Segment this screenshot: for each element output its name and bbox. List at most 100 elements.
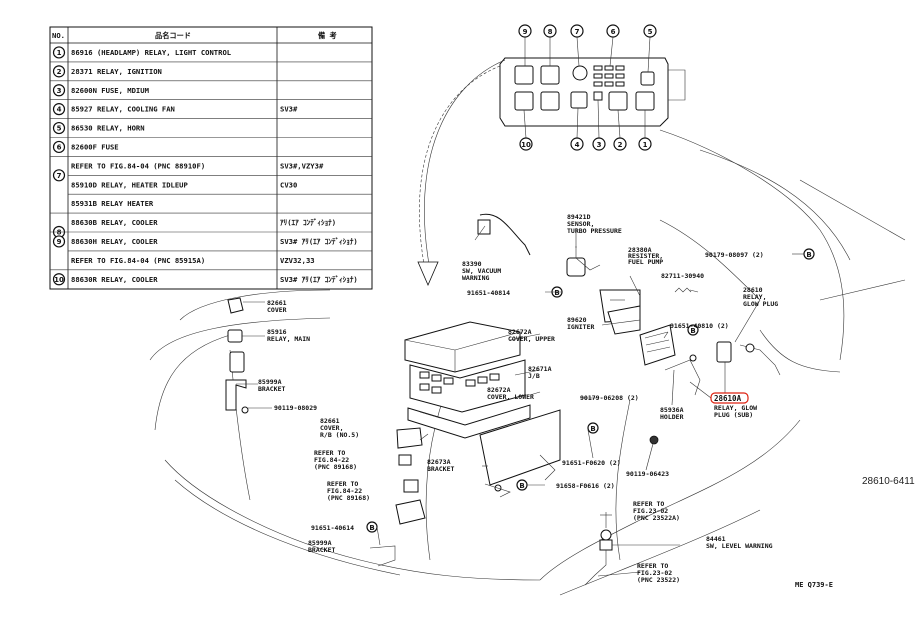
label-90179-06208: 90179-06208 (2) xyxy=(580,394,639,402)
label-90119-06423: 90119-06423 xyxy=(626,470,669,478)
table-row-code: 28371 RELAY, IGNITION xyxy=(71,67,162,76)
table-row-code: 88630R RELAY, COOLER xyxy=(71,275,158,284)
table-row-note: SV3#,VZY3# xyxy=(280,161,324,170)
label-28610a: 28610A xyxy=(714,394,742,403)
label-igniter: 89620 IGNITER xyxy=(567,316,594,331)
table-row-number: 9 xyxy=(57,238,62,246)
table-row-code: REFER TO FIG.84-04 (PNC 88910F) xyxy=(71,161,205,170)
block-number-circle xyxy=(570,24,584,38)
table-row-number: 2 xyxy=(57,68,62,76)
table-row-number-circle xyxy=(52,273,66,286)
table-row-code: 88630H RELAY, COOLER xyxy=(71,237,158,246)
label-resister: 28380A RESISTER, FUEL PUMP xyxy=(628,246,667,266)
block-number-top: 8 xyxy=(548,28,553,36)
table-row-number-circle xyxy=(52,235,66,248)
relay-block-layout: 9 8 7 6 5 10 4 3 2 1 xyxy=(499,24,686,151)
label-90119-08029: 90119-08029 xyxy=(274,404,317,412)
table-row-code: 88630B RELAY, COOLER xyxy=(71,218,158,227)
block-number-top: 7 xyxy=(575,28,580,36)
table-row-number: 5 xyxy=(57,125,62,133)
table-row-number-circle xyxy=(52,121,66,135)
table-row-note: VZV32,33 xyxy=(280,256,315,265)
label-refer-2: REFER TO FIG.84-22 (PNC 89168) xyxy=(327,480,370,502)
label-glow-plug-relay: 28610 RELAY, GLOW PLUG xyxy=(743,286,778,308)
table-header-no: NO. xyxy=(52,31,65,40)
label-cover-upper: 82672A COVER, UPPER xyxy=(508,328,555,343)
label-jb: 82671A J/B xyxy=(528,365,555,380)
block-number-circle xyxy=(643,24,657,38)
label-91651-f0620: 91651-F0620 (2) xyxy=(562,459,621,467)
table-row-number: 4 xyxy=(57,106,62,114)
table-row-code: 82600F FUSE xyxy=(71,142,119,151)
table-header-code: 品名コード xyxy=(155,31,191,40)
table-row-number: 1 xyxy=(57,49,62,57)
label-82711-30940: 82711-30940 xyxy=(661,272,704,280)
table-row-number: 8 xyxy=(57,229,62,237)
svg-text:B: B xyxy=(519,482,524,490)
label-91651-40814: 91651-40814 xyxy=(467,289,510,297)
block-number-circle xyxy=(606,24,620,38)
label-91658-f0616: 91658-F0616 (2) xyxy=(556,482,615,490)
label-refer-3: REFER TO FIG.23-02 (PNC 23522A) xyxy=(633,500,680,522)
block-number-circle xyxy=(519,137,533,151)
label-cover-82661: 82661 COVER xyxy=(267,299,291,314)
table-row-code: 85931B RELAY HEATER xyxy=(71,199,154,208)
block-number-bottom: 1 xyxy=(643,141,648,149)
block-number-circle xyxy=(543,24,557,38)
block-number-bottom: 2 xyxy=(618,141,623,149)
vehicle-outline xyxy=(149,129,906,596)
block-number-circle xyxy=(518,24,532,38)
block-number-top: 5 xyxy=(648,28,653,36)
table-row-number: 7 xyxy=(57,172,62,180)
table-row-note: ｱﾘ(ｴｱ ｺﾝﾃﾞｨｼｮﾅ) xyxy=(280,218,336,227)
label-vacuum-switch: 83390 SW, VACUUM WARNING xyxy=(462,260,505,282)
label-91651-40614: 91651-40614 xyxy=(311,524,354,532)
callout-labels: 89421D SENSOR, TURBO PRESSURE 83390 SW, … xyxy=(258,213,915,589)
table-row-number: 6 xyxy=(57,143,62,151)
label-glow-plug-sub: RELAY, GLOW PLUG (SUB) xyxy=(714,404,761,419)
svg-text:B: B xyxy=(590,425,595,433)
table-row-note: SV3# ｱﾘ(ｴｱ ｺﾝﾃﾞｨｼｮﾅ) xyxy=(280,237,358,246)
table-row-number-circle xyxy=(52,169,66,182)
block-number-bottom: 4 xyxy=(575,141,580,149)
table-row-code: 86530 RELAY, HORN xyxy=(71,124,145,133)
label-bracket-85999a: 85999A BRACKET xyxy=(258,378,285,393)
table-row-number-circle xyxy=(52,84,66,97)
table-row-note: SV3# xyxy=(280,105,298,114)
label-sensor: 89421D SENSOR, TURBO PRESSURE xyxy=(567,213,622,235)
label-holder: 85936A HOLDER xyxy=(660,406,687,421)
highlight-box xyxy=(710,392,749,404)
label-refer-1: REFER TO FIG.84-22 (PNC 89168) xyxy=(314,449,357,471)
block-number-circle xyxy=(638,137,652,151)
side-part-code: 28610-6411 xyxy=(862,476,915,487)
table-row-number: 3 xyxy=(57,87,62,95)
figure-code: ME Q739-E xyxy=(795,581,833,589)
bracket-82673a xyxy=(479,409,561,498)
table-row-note: SV3# ｱﾘ(ｴｱ ｺﾝﾃﾞｨｼｮﾅ) xyxy=(280,275,358,284)
fuse-box xyxy=(404,321,531,439)
block-number-circle xyxy=(570,137,584,151)
svg-text:B: B xyxy=(554,289,559,297)
label-relay-main: 85916 RELAY, MAIN xyxy=(267,328,310,343)
block-number-bottom: 3 xyxy=(597,141,602,149)
block-number-top: 6 xyxy=(611,28,616,36)
table-row-code: 82600N FUSE, MDIUM xyxy=(71,86,150,95)
label-bracket-bottom: 85999A BRACKET xyxy=(308,539,335,554)
location-arrow xyxy=(417,59,506,287)
block-number-bottom: 10 xyxy=(521,141,531,149)
table-row-note: CV30 xyxy=(280,180,297,189)
table-row-number-circle xyxy=(52,103,66,116)
block-number-circle xyxy=(592,137,606,151)
table-header-note: 備 考 xyxy=(318,31,337,40)
table-row-number-circle xyxy=(52,46,66,59)
table-row-code: REFER TO FIG.84-04 (PNC 85915A) xyxy=(71,256,205,265)
label-cover-lower: 82672A COVER, LOWER xyxy=(487,386,534,401)
block-number-top: 9 xyxy=(523,28,528,36)
label-level-switch: 84461 SW, LEVEL WARNING xyxy=(706,535,773,550)
leader-lines xyxy=(236,225,804,577)
svg-text:B: B xyxy=(369,524,374,532)
table-row-number-circle xyxy=(52,65,66,78)
block-number-circle xyxy=(613,137,627,151)
